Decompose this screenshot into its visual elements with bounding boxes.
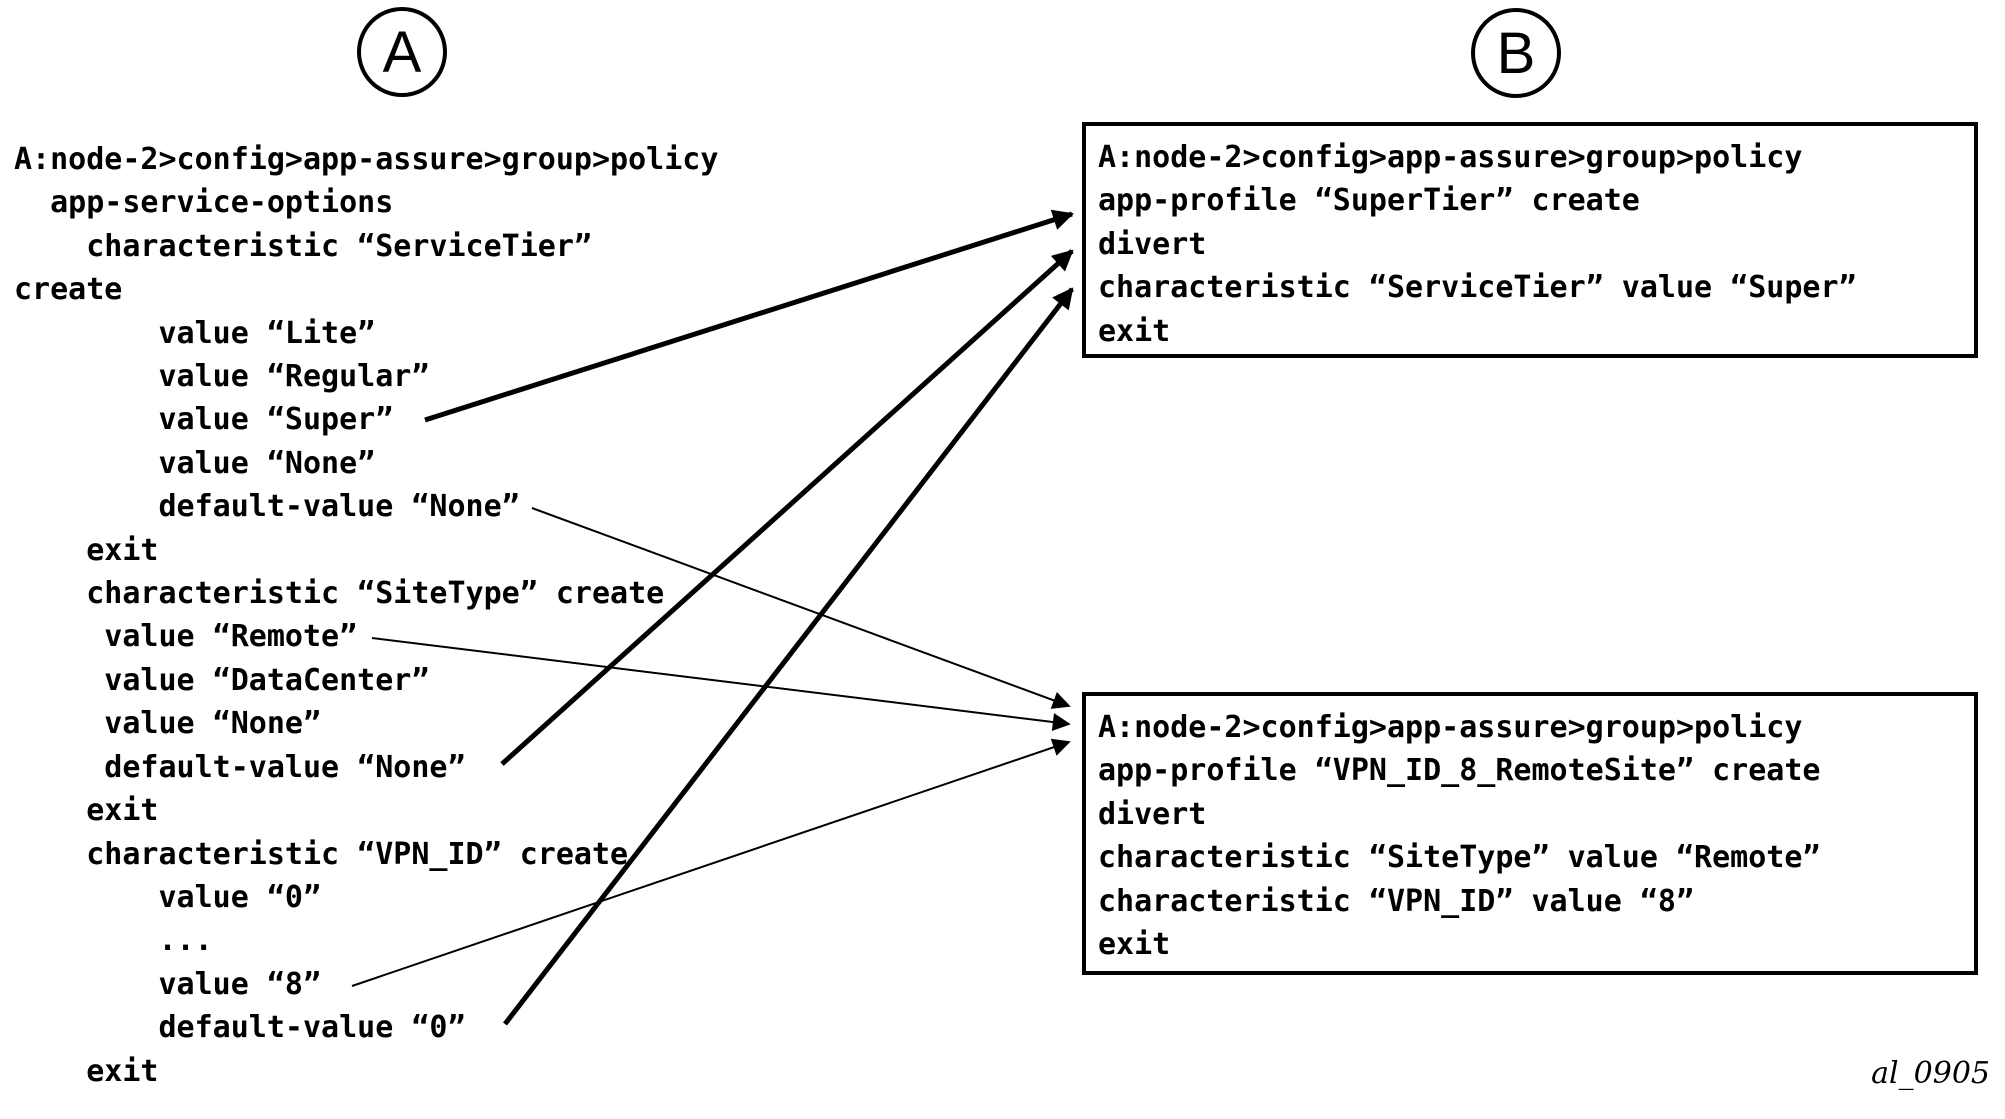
- code-line: value “Lite”: [14, 315, 376, 351]
- code-line: exit: [14, 532, 159, 568]
- code-line: ...: [14, 923, 213, 959]
- code-line: value “0”: [14, 879, 322, 915]
- code-line: exit: [14, 1053, 159, 1089]
- code-line: value “8”: [14, 966, 322, 1002]
- code-line: app-service-options: [14, 185, 394, 221]
- config-box-supertier-profile: A:node-2>config>app-assure>group>policy …: [1082, 122, 1978, 358]
- code-line: characteristic “VPN_ID” create: [14, 836, 629, 872]
- label-b-text: B: [1496, 20, 1536, 86]
- code-line: characteristic “ServiceTier”: [14, 228, 592, 264]
- label-a-circle: A: [357, 7, 447, 97]
- code-line: characteristic “SiteType” value “Remote”: [1098, 840, 1821, 876]
- figure-id: al_0905: [1871, 1056, 1990, 1091]
- label-b-circle: B: [1471, 8, 1561, 98]
- code-line: app-profile “SuperTier” create: [1098, 183, 1640, 219]
- code-line: exit: [1098, 927, 1171, 963]
- code-line: value “None”: [14, 706, 322, 742]
- code-line: characteristic “SiteType” create: [14, 576, 665, 612]
- code-line: value “Regular”: [14, 359, 430, 395]
- code-line: A:node-2>config>app-assure>group>policy: [14, 142, 719, 177]
- code-line: value “Super”: [14, 402, 394, 438]
- code-line: A:node-2>config>app-assure>group>policy: [1098, 710, 1803, 745]
- label-a-text: A: [382, 19, 422, 85]
- code-line: app-profile “VPN_ID_8_RemoteSite” create: [1098, 753, 1821, 789]
- code-line: default-value “None”: [14, 489, 520, 525]
- code-line: value “DataCenter”: [14, 662, 430, 698]
- code-line: default-value “0”: [14, 1010, 466, 1046]
- code-line: default-value “None”: [14, 749, 466, 785]
- code-line: A:node-2>config>app-assure>group>policy: [1098, 140, 1803, 175]
- code-line: create: [14, 272, 123, 308]
- code-line: characteristic “VPN_ID” value “8”: [1098, 883, 1695, 919]
- code-line: divert: [1098, 226, 1207, 262]
- code-line: characteristic “ServiceTier” value “Supe…: [1098, 270, 1857, 306]
- cli-config-source-block: A:node-2>config>app-assure>group>policy …: [14, 138, 718, 1093]
- config-box-vpn-remotesite-profile: A:node-2>config>app-assure>group>policy …: [1082, 692, 1978, 975]
- code-line: exit: [14, 793, 159, 829]
- code-line: divert: [1098, 796, 1207, 832]
- code-line: exit: [1098, 313, 1171, 349]
- code-line: value “None”: [14, 445, 376, 481]
- code-line: value “Remote”: [14, 619, 358, 655]
